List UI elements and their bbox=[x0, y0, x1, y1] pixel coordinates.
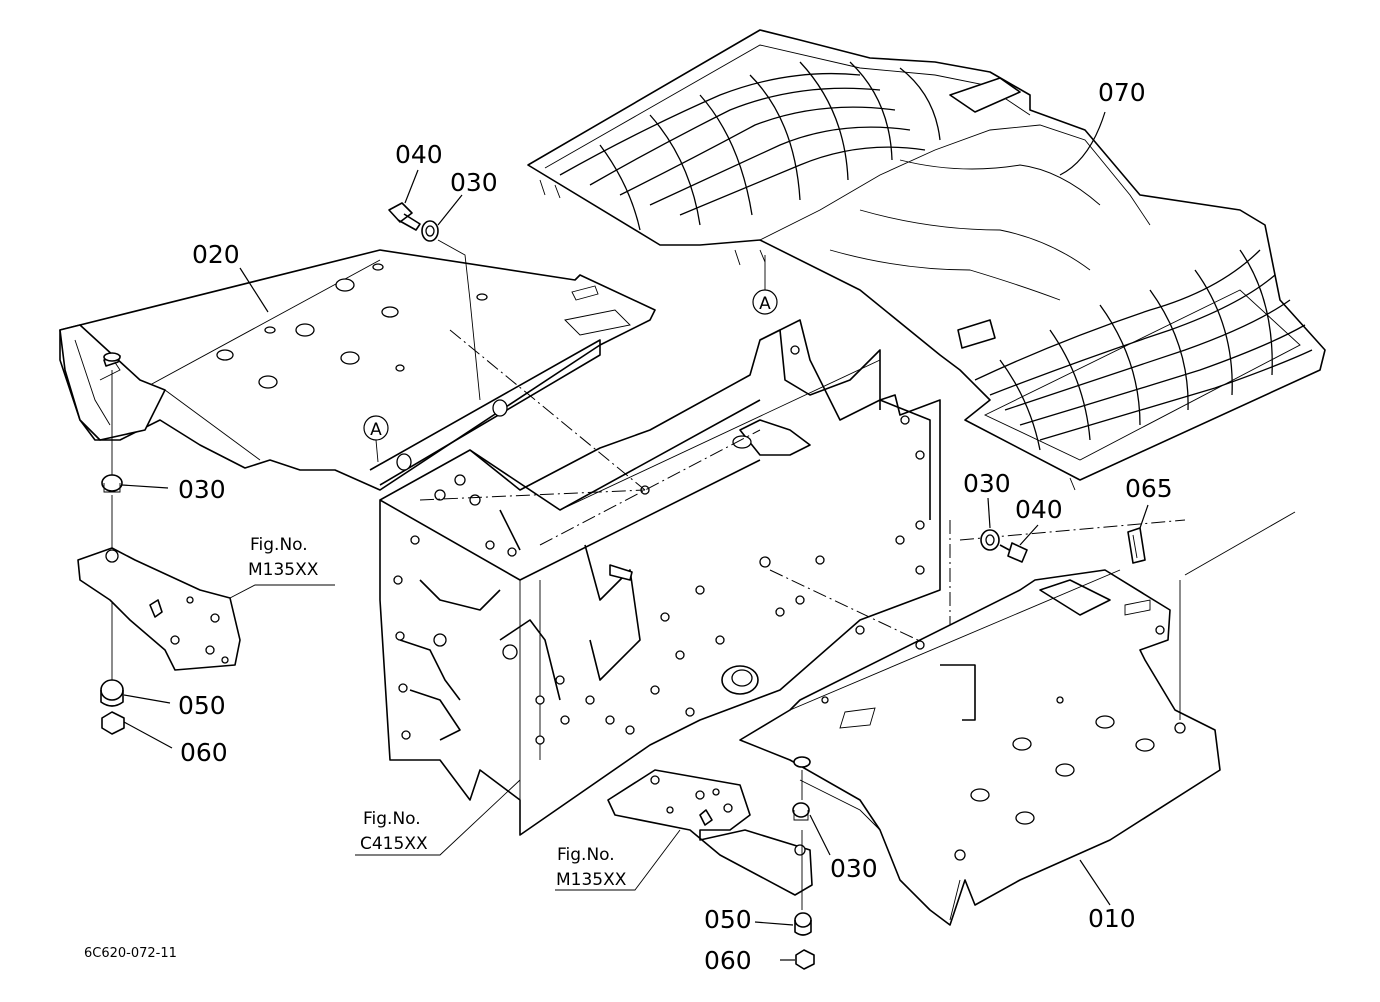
callout-020: 020 bbox=[192, 240, 240, 269]
callout-040-upper: 040 bbox=[395, 140, 443, 169]
callout-040-right: 040 bbox=[1015, 495, 1063, 524]
fig-ref-m135xx-left: Fig.No. M135XX bbox=[248, 535, 319, 580]
callout-010: 010 bbox=[1088, 904, 1136, 933]
bolt-040-right bbox=[999, 542, 1028, 563]
svg-text:A: A bbox=[759, 294, 771, 314]
callout-050-left: 050 bbox=[178, 691, 226, 720]
marker-a-lower: A bbox=[363, 415, 389, 463]
frame-assembly bbox=[379, 319, 941, 836]
diagram-code: 6C620-072-11 bbox=[84, 946, 177, 961]
svg-text:M135XX: M135XX bbox=[556, 870, 627, 890]
svg-text:Fig.No.: Fig.No. bbox=[557, 845, 615, 865]
bolt-040-upper bbox=[388, 202, 421, 231]
left-bracket-assembly bbox=[77, 352, 241, 735]
callout-030-upper: 030 bbox=[450, 168, 498, 197]
step-plate-010 bbox=[739, 569, 1221, 926]
step-plate-020 bbox=[59, 249, 656, 491]
fig-ref-m135xx-lower: Fig.No. M135XX bbox=[556, 845, 627, 890]
collar-030-right bbox=[980, 529, 1000, 551]
callout-060-lower: 060 bbox=[704, 946, 752, 975]
callout-065: 065 bbox=[1125, 474, 1173, 503]
callout-030-right: 030 bbox=[963, 469, 1011, 498]
svg-text:C415XX: C415XX bbox=[360, 834, 428, 854]
fig-ref-c415xx: Fig.No. C415XX bbox=[360, 809, 428, 854]
callout-030-lower: 030 bbox=[830, 854, 878, 883]
callout-060-left: 060 bbox=[180, 738, 228, 767]
callout-050-lower: 050 bbox=[704, 905, 752, 934]
callout-070: 070 bbox=[1098, 78, 1146, 107]
collar-030-upper bbox=[421, 220, 439, 242]
svg-text:Fig.No.: Fig.No. bbox=[250, 535, 308, 555]
floor-mat-070 bbox=[527, 29, 1326, 491]
callout-030-left: 030 bbox=[178, 475, 226, 504]
svg-text:M135XX: M135XX bbox=[248, 560, 319, 580]
svg-text:A: A bbox=[370, 420, 382, 440]
svg-text:Fig.No.: Fig.No. bbox=[363, 809, 421, 829]
lower-bracket-assembly bbox=[607, 756, 815, 970]
clip-065 bbox=[1127, 527, 1146, 564]
marker-a-upper: A bbox=[752, 255, 778, 315]
